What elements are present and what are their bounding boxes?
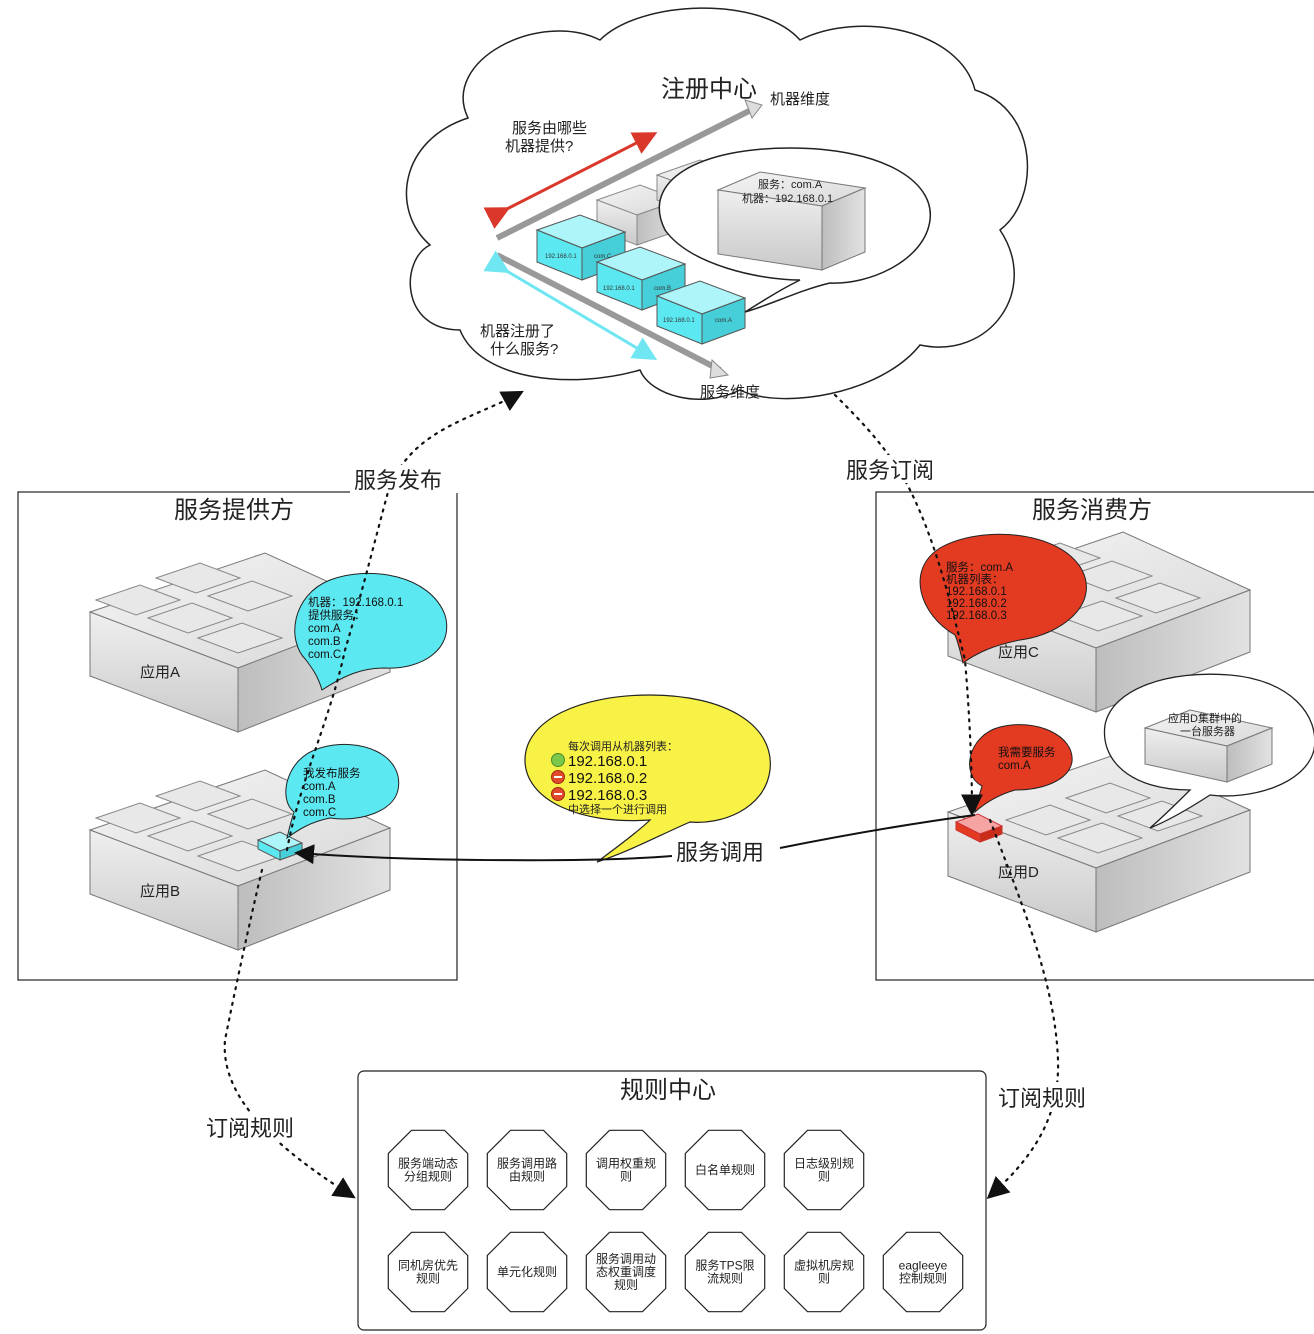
rules-left-label: 订阅规则 bbox=[206, 1116, 294, 1141]
rules-right-arrow bbox=[986, 818, 1060, 1199]
rule-label: 服务调用动态权重调度规则 bbox=[596, 1251, 656, 1292]
cube-svc-2: com.B bbox=[654, 286, 671, 292]
rule-octagon bbox=[882, 1231, 964, 1313]
rules-left-label-bg bbox=[202, 1112, 310, 1142]
app-b-bubble-text: 我发布服务 com.A com.B com.C bbox=[303, 766, 364, 819]
question-machines: 服务由哪些 机器提供? bbox=[505, 120, 591, 155]
invoke-footer: 中选择一个进行调用 bbox=[568, 802, 667, 816]
machine-axis-arrowhead bbox=[744, 99, 763, 120]
invoke-header: 每次调用从机器列表： bbox=[568, 739, 678, 753]
subscribe-arrow bbox=[833, 393, 983, 817]
rule-item: 日志级别规则 bbox=[783, 1129, 865, 1211]
rule-item: 服务调用路由规则 bbox=[486, 1129, 568, 1211]
cube-svc-1: com.C bbox=[594, 254, 612, 260]
rules-row-1: 服务端动态分组规则 服务调用路由规则 调用权重规则 白名单规则 日志级别规则 bbox=[387, 1129, 865, 1211]
ok-status-icon bbox=[551, 753, 565, 767]
app-c-bubble-text: 服务：com.A 机器列表： 192.168.0.1 192.168.0.2 1… bbox=[946, 560, 1016, 622]
rule-item: 服务调用动态权重调度规则 bbox=[585, 1231, 667, 1313]
app-d-bubble bbox=[969, 724, 1073, 814]
app-a-bubble bbox=[294, 572, 448, 691]
rule-label: 白名单规则 bbox=[695, 1162, 755, 1177]
rule-item: 同机房优先规则 bbox=[387, 1231, 469, 1313]
app-a-bubble-text: 机器：192.168.0.1 提供服务： com.A com.B com.C bbox=[308, 595, 406, 661]
rule-label: 服务TPS限流规则 bbox=[695, 1258, 754, 1286]
rule-label: 虚拟机房规则 bbox=[794, 1258, 854, 1286]
rule-item: 单元化规则 bbox=[486, 1231, 568, 1313]
axis-service-label: 服务维度 bbox=[700, 384, 760, 401]
subscribe-label-bg bbox=[842, 455, 952, 483]
rule-label: 服务调用路由规则 bbox=[497, 1156, 557, 1184]
rule-octagon bbox=[783, 1129, 865, 1211]
rule-octagon bbox=[486, 1231, 568, 1313]
app-c-label: 应用C bbox=[998, 643, 1039, 661]
rule-octagon bbox=[585, 1129, 667, 1211]
rule-octagon bbox=[585, 1231, 667, 1313]
provider-title-bg bbox=[170, 494, 310, 524]
rule-item: 虚拟机房规则 bbox=[783, 1231, 865, 1313]
invoke-bubble bbox=[524, 694, 771, 863]
rule-octagon bbox=[387, 1231, 469, 1313]
cube-ip-1: 192.168.0.1 bbox=[545, 254, 577, 260]
rules-row-2: 同机房优先规则 单元化规则 服务调用动态权重调度规则 服务TPS限流规则 虚拟机房规则 e… bbox=[387, 1231, 964, 1313]
rule-label: 日志级别规则 bbox=[794, 1156, 854, 1184]
registry-title: 注册中心 bbox=[661, 76, 757, 103]
cube-ip-2: 192.168.0.1 bbox=[603, 286, 635, 292]
zoom-bubble-text: 服务：com.A 机器：192.168.0.1 bbox=[742, 178, 833, 205]
consumer-box bbox=[875, 491, 1314, 981]
app-d-bubble-text: 我需要服务 com.A bbox=[998, 745, 1059, 772]
rules-right-label-bg bbox=[994, 1082, 1102, 1112]
publish-label: 服务发布 bbox=[354, 468, 442, 493]
consumer-title: 服务消费方 bbox=[1032, 497, 1152, 524]
server-cube bbox=[1143, 709, 1274, 783]
rule-octagon bbox=[684, 1231, 766, 1313]
rule-label: 服务端动态分组规则 bbox=[398, 1156, 458, 1184]
app-a-label: 应用A bbox=[140, 663, 180, 681]
rule-octagon bbox=[387, 1129, 469, 1211]
invoke-ip-3: 192.168.0.3 bbox=[568, 787, 647, 804]
rules-left-arrow bbox=[223, 868, 356, 1199]
rule-octagon bbox=[684, 1129, 766, 1211]
rule-label: 单元化规则 bbox=[497, 1264, 557, 1279]
question-services: 机器注册了 什么服务? bbox=[480, 323, 559, 358]
rule-item: 服务端动态分组规则 bbox=[387, 1129, 469, 1211]
server-bubble-text: 应用D集群中的 一台服务器 bbox=[1168, 711, 1245, 738]
app-b-bubble bbox=[285, 744, 400, 840]
invoke-arrow bbox=[298, 814, 976, 860]
app-c-bubble bbox=[919, 533, 1087, 664]
app-b-label: 应用B bbox=[140, 882, 180, 900]
cube-ip-3: 192.168.0.1 bbox=[663, 318, 695, 324]
service-axis-arrowhead bbox=[709, 358, 730, 379]
rule-octagon bbox=[486, 1129, 568, 1211]
invoke-label: 服务调用 bbox=[676, 840, 764, 865]
services-double-arrow bbox=[483, 250, 658, 361]
rule-item: 服务TPS限流规则 bbox=[684, 1231, 766, 1313]
invoke-ip-2: 192.168.0.2 bbox=[568, 770, 647, 787]
rule-label: 调用权重规则 bbox=[596, 1156, 656, 1184]
rule-octagon bbox=[783, 1231, 865, 1313]
machines-double-arrow bbox=[483, 132, 658, 229]
subscribe-label: 服务订阅 bbox=[846, 458, 934, 483]
cube-svc-3: com.A bbox=[715, 318, 732, 324]
rules-title: 规则中心 bbox=[620, 1077, 716, 1104]
provider-title: 服务提供方 bbox=[174, 497, 294, 524]
axis-machine-label: 机器维度 bbox=[770, 91, 830, 108]
publish-arrow bbox=[285, 390, 524, 852]
rule-label: 同机房优先规则 bbox=[398, 1258, 458, 1286]
publish-label-bg bbox=[350, 465, 458, 493]
rule-item: 白名单规则 bbox=[684, 1129, 766, 1211]
app-d-label: 应用D bbox=[998, 863, 1039, 881]
rules-right-label: 订阅规则 bbox=[998, 1086, 1086, 1111]
rule-item: 调用权重规则 bbox=[585, 1129, 667, 1211]
registry-cyan-cubes bbox=[535, 214, 747, 345]
invoke-ip-1: 192.168.0.1 bbox=[568, 753, 647, 770]
consumer-title-bg bbox=[1028, 494, 1168, 524]
registry-zoom-bubble bbox=[658, 147, 931, 313]
